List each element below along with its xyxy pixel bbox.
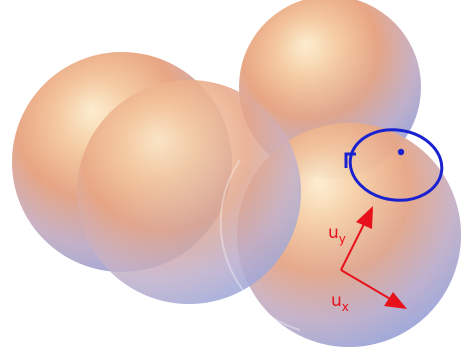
- overlap-edge: [219, 159, 301, 331]
- center-dot: [397, 148, 405, 156]
- ux-label: ux: [331, 291, 349, 314]
- uy-label: uy: [328, 223, 346, 246]
- contact-circle: [344, 128, 444, 202]
- front-left-sphere: [77, 80, 301, 304]
- ux-arrow: [340, 269, 407, 309]
- r-marker: [344, 152, 356, 168]
- uy-arrow: [340, 206, 373, 271]
